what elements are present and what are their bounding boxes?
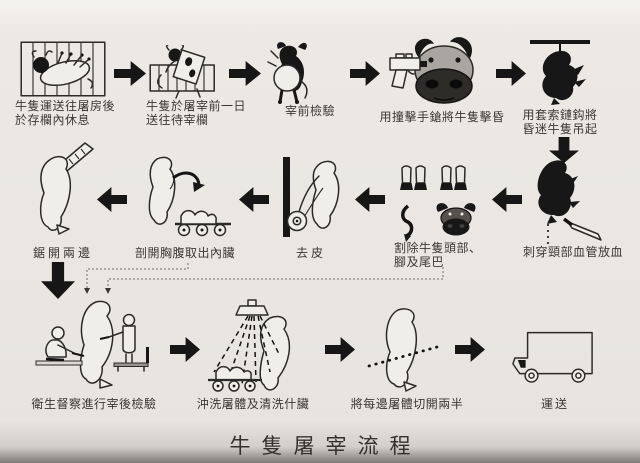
step-label: 鋸開兩邊 — [25, 246, 101, 261]
step-label-line: 昏迷牛隻吊起 — [522, 122, 598, 136]
step-label: 牛隻運送往屠房後 於存欄內休息 — [15, 99, 155, 127]
step-label-line: 用套索鏈鈎將 — [522, 108, 598, 122]
step-label-line: 剖開胸腹取出內臟 — [134, 246, 235, 260]
cow-in-waiting-pen-icon — [149, 45, 221, 99]
step-label-line: 割除牛隻頭部、 — [394, 241, 482, 255]
step-label: 用撞擊手鎗將牛隻擊昏 — [378, 110, 506, 125]
flow-arrow-left-icon — [492, 187, 522, 212]
step-label-line: 牛隻於屠宰前一日 — [146, 99, 247, 113]
step-label-line: 運送 — [540, 397, 569, 411]
step-label-line: 沖洗屠體及清洗什臟 — [196, 397, 310, 411]
hide-pulling-wheel-icon — [281, 156, 351, 242]
carcass-split-line-icon — [366, 306, 440, 394]
step-label-line: 宰前檢驗 — [284, 104, 335, 118]
step-label: 運送 — [514, 397, 596, 412]
carcass-shower-icon — [206, 298, 302, 398]
step-label: 牛隻於屠宰前一日 送往待宰欄 — [146, 99, 271, 127]
step-label-line: 刺穿頸部血管放血 — [522, 245, 623, 259]
step-label: 剖開胸腹取出內臟 — [130, 246, 240, 261]
flow-arrow-right-icon — [325, 337, 355, 362]
bull-head-captive-bolt-icon — [386, 36, 483, 108]
flow-arrow-right-icon — [455, 337, 485, 362]
dashed-connector-lines — [84, 263, 444, 294]
step-label: 衛生督察進行宰後檢驗 — [28, 397, 160, 412]
flow-arrow-right-icon — [114, 61, 146, 86]
step-label-line: 將每邊屠體切開兩半 — [350, 397, 464, 411]
flow-arrow-right-icon — [496, 61, 526, 86]
step-label: 割除牛隻頭部、 腳及尾巴 — [394, 241, 494, 269]
step-label-line: 送往待宰欄 — [146, 112, 209, 127]
step-label-line: 衛生督察進行宰後檢驗 — [31, 397, 157, 411]
cow-lying-in-pen-icon — [20, 41, 106, 97]
hoisted-cow-icon — [528, 38, 592, 108]
flow-arrow-right-icon — [170, 337, 200, 362]
flow-arrow-right-icon — [350, 61, 380, 86]
flow-arrow-left-icon — [355, 187, 385, 212]
health-inspectors-icon — [34, 299, 154, 393]
delivery-truck-icon — [510, 330, 596, 388]
diagram-title: 牛隻屠宰流程 — [229, 434, 422, 458]
step-label-line: 牛隻運送往屠房後 — [15, 99, 116, 113]
step-label-line: 於存欄內休息 — [15, 112, 91, 127]
step-label-line: 用撞擊手鎗將牛隻擊昏 — [379, 110, 505, 124]
step-label: 刺穿頸部血管放血 — [512, 245, 634, 260]
flow-arrow-right-icon — [229, 61, 261, 86]
bleeding-carcass-icon — [524, 158, 608, 250]
step-label: 用套索鏈鈎將 昏迷牛隻吊起 — [518, 108, 602, 136]
step-label-line: 鋸開兩邊 — [32, 246, 93, 260]
step-label-line: 腳及尾巴 — [394, 254, 445, 269]
step-label: 去皮 — [281, 246, 341, 261]
carcass-saw-icon — [27, 141, 99, 241]
step-label: 沖洗屠體及清洗什臟 — [192, 397, 314, 412]
severed-head-feet-tail-icon — [396, 164, 484, 242]
step-label: 宰前檢驗 — [265, 104, 355, 119]
flow-arrow-left-icon — [239, 187, 269, 212]
evisceration-cart-icon — [137, 154, 234, 242]
standing-cow-icon — [262, 40, 322, 106]
step-label: 將每邊屠體切開兩半 — [346, 397, 468, 412]
flow-arrow-left-icon — [97, 187, 127, 212]
step-label-line: 去皮 — [295, 246, 326, 260]
